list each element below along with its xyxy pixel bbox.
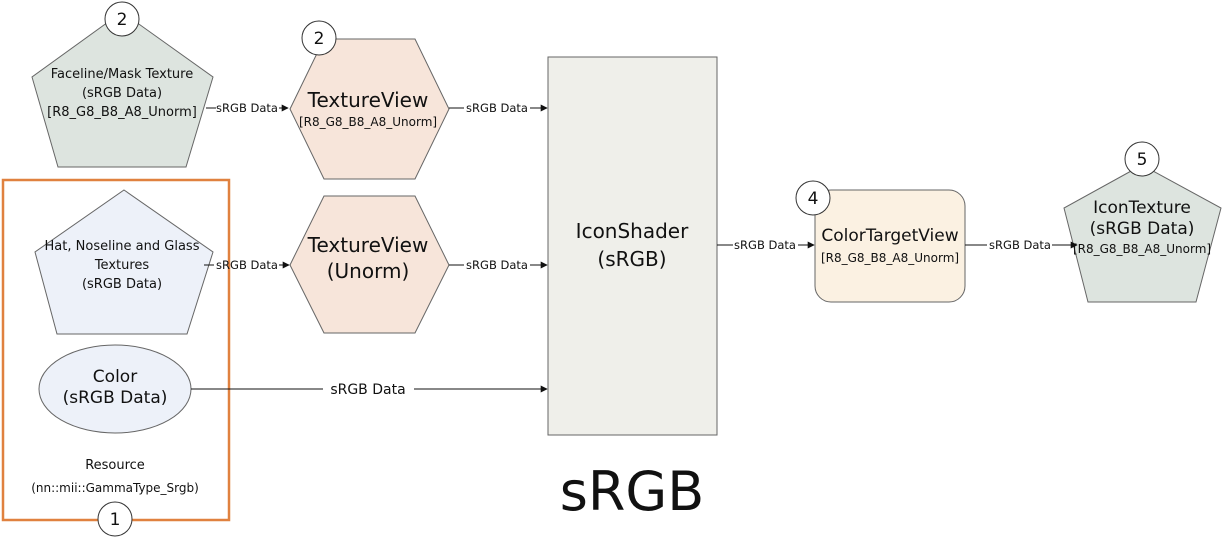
edge-view-to-shader: sRGB Data	[449, 101, 548, 115]
edge-label-view-to-shader: sRGB Data	[466, 101, 528, 115]
icon-shader-title: IconShader	[576, 219, 689, 243]
edge-ctv-to-icon: sRGB Data	[965, 238, 1078, 252]
color-target-view-title: ColorTargetView	[821, 226, 958, 246]
edge-label-color-to-shader: sRGB Data	[330, 382, 405, 398]
faceline-texture-line-1: Faceline/Mask Texture	[51, 67, 193, 82]
hat-textures-line-2: Textures	[94, 258, 150, 273]
badge-texture-view: 2	[301, 20, 337, 56]
texture-view-title: TextureView	[307, 88, 429, 112]
hat-textures-node	[34, 189, 214, 335]
icon-texture-line-3: [R8_G8_B8_A8_Unorm]	[1073, 242, 1211, 256]
edge-shader-to-ctv: sRGB Data	[717, 238, 815, 252]
icon-texture-node	[1063, 164, 1222, 303]
faceline-texture-line-2: (sRGB Data)	[82, 86, 162, 101]
edge-label-shader-to-ctv: sRGB Data	[734, 238, 796, 252]
svg-text:5: 5	[1137, 150, 1148, 170]
color-target-view-node	[814, 189, 966, 303]
badge-icon-texture: 5	[1124, 141, 1160, 177]
badge-faceline: 2	[104, 1, 140, 37]
badge-color-target-view: 4	[795, 180, 831, 216]
edge-hat-to-view: sRGB Data	[204, 258, 290, 272]
svg-text:2: 2	[117, 10, 128, 30]
diagram-caption: sRGB	[560, 460, 705, 523]
texture-view-format: [R8_G8_B8_A8_Unorm]	[299, 115, 437, 129]
faceline-texture-line-3: [R8_G8_B8_A8_Unorm]	[47, 105, 197, 120]
color-target-view-format: [R8_G8_B8_A8_Unorm]	[821, 251, 959, 265]
icon-texture-line-1: IconTexture	[1093, 198, 1191, 218]
resource-subtitle: (nn::mii::GammaType_Srgb)	[31, 481, 199, 495]
svg-text:2: 2	[314, 29, 325, 49]
hat-textures-line-3: (sRGB Data)	[82, 277, 162, 292]
color-line-1: Color	[93, 367, 137, 387]
edge-label-hat-to-view: sRGB Data	[216, 258, 278, 272]
texture-view-unorm-title: TextureView	[307, 233, 429, 257]
faceline-texture-node	[31, 11, 214, 168]
edge-unorm-to-shader: sRGB Data	[449, 258, 548, 272]
hat-textures-line-1: Hat, Noseline and Glass	[45, 239, 200, 254]
icon-shader-node	[547, 56, 718, 436]
edge-label-ctv-to-icon: sRGB Data	[989, 238, 1051, 252]
svg-text:1: 1	[110, 510, 121, 530]
texture-view-unorm-subtitle: (Unorm)	[327, 259, 410, 283]
edge-label-unorm-to-shader: sRGB Data	[466, 258, 528, 272]
resource-title: Resource	[85, 458, 145, 473]
color-line-2: (sRGB Data)	[63, 388, 168, 408]
svg-text:4: 4	[808, 189, 819, 209]
edge-faceline-to-view: sRGB Data	[206, 101, 289, 115]
edge-color-to-shader: sRGB Data	[191, 382, 548, 398]
edge-label-faceline-to-view: sRGB Data	[216, 101, 278, 115]
icon-shader-subtitle: (sRGB)	[597, 247, 666, 271]
badge-resource: 1	[97, 501, 133, 537]
icon-texture-line-2: (sRGB Data)	[1090, 219, 1195, 239]
